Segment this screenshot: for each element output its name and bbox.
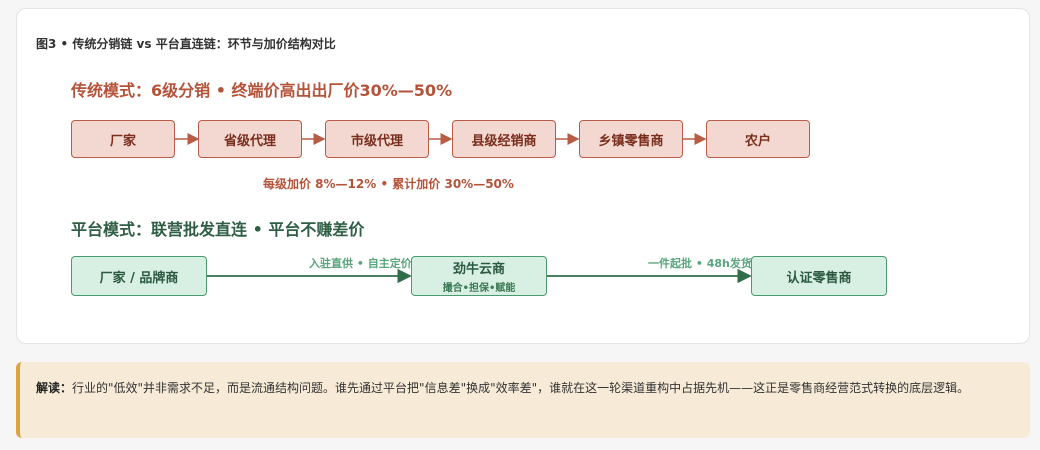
trad-node-provincial-agent: 省级代理 [198, 120, 302, 158]
callout-lead: 解读： [36, 381, 73, 395]
trad-node-city-agent: 市级代理 [325, 120, 429, 158]
platform-node-brand-label: 厂家 / 品牌商 [99, 270, 179, 286]
callout-text: 行业的"低效"并非需求不足，而是流通结构问题。谁先通过平台把"信息差"换成"效率… [72, 381, 970, 395]
platform-node-hub: 劲牛云商 撮合•担保•赋能 [411, 256, 547, 296]
platform-node-hub-label: 劲牛云商 [452, 262, 505, 277]
connector-layer [175, 133, 752, 284]
markup-note: 每级加价 8%—12% • 累计加价 30%—50% [263, 177, 514, 191]
trad-node-manufacturer: 厂家 [71, 120, 175, 158]
platform-node-retailer-label: 认证零售商 [786, 270, 852, 286]
trad-node-farmer: 农户 [706, 120, 810, 158]
figure-card: 图3 • 传统分销链 vs 平台直连链：环节与加价结构对比 传统模式：6级分销 … [16, 8, 1030, 344]
trad-node-township-retailer: 乡镇零售商 [579, 120, 683, 158]
platform-node-hub-sub: 撮合•担保•赋能 [442, 283, 516, 294]
trad-node-county-distributor: 县级经销商 [452, 120, 556, 158]
edge-label-fast-delivery: 一件起批 • 48h发货 [648, 257, 752, 270]
platform-node-brand: 厂家 / 品牌商 [71, 256, 207, 296]
interpretation-callout: 解读：行业的"低效"并非需求不足，而是流通结构问题。谁先通过平台把"信息差"换成… [16, 362, 1030, 438]
edge-label-direct-supply: 入驻直供 • 自主定价 [309, 257, 412, 270]
platform-title: 平台模式：联营批发直连 • 平台不赚差价 [71, 220, 365, 239]
traditional-title: 传统模式：6级分销 • 终端价高出出厂价30%—50% [71, 81, 453, 100]
platform-node-retailer: 认证零售商 [751, 256, 887, 296]
figure-title: 图3 • 传统分销链 vs 平台直连链：环节与加价结构对比 [36, 37, 336, 51]
